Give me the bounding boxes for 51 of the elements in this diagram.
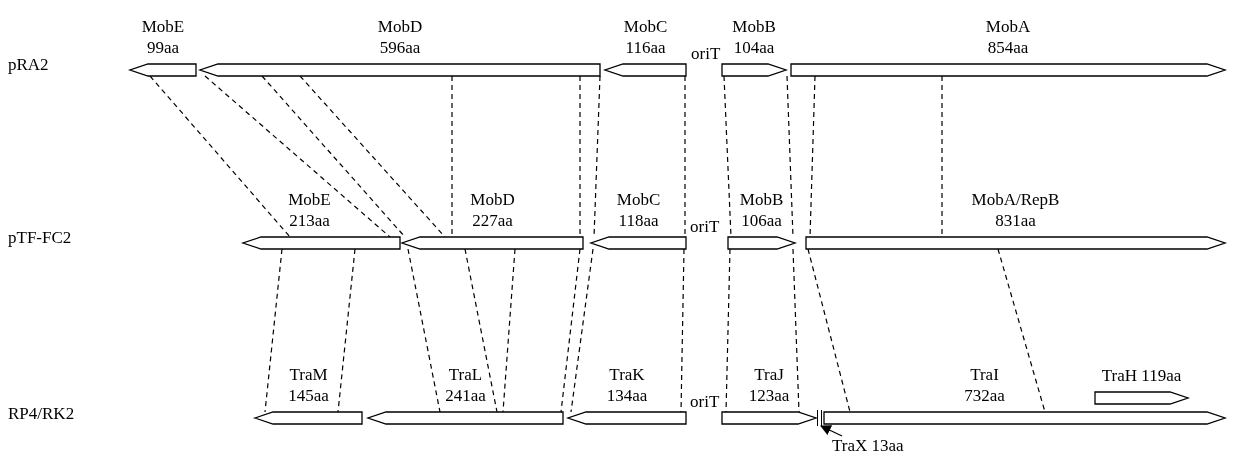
gene-label: 123aa — [748, 385, 790, 406]
gene-label: TraK — [609, 364, 645, 385]
dashed-line — [792, 248, 800, 413]
dashed-line — [807, 248, 851, 413]
gene-label: MobE — [141, 16, 185, 37]
gene-label: MobA/RepB — [971, 189, 1060, 210]
site-label: oriT — [691, 44, 721, 64]
gene-label: TraL — [448, 364, 483, 385]
gene-label: TraH 119aa — [1101, 365, 1182, 386]
gene-bar — [817, 410, 822, 426]
dashed-line — [204, 75, 391, 238]
gene-label: MobD — [470, 189, 515, 210]
gene-label: 118aa — [618, 210, 659, 231]
dashed-line — [570, 248, 594, 413]
gene-label: MobC — [616, 189, 661, 210]
gene-label: 106aa — [741, 210, 782, 231]
gene-label: 227aa — [472, 210, 513, 231]
gene-label: TraJ — [754, 364, 784, 385]
plasmid-label: pRA2 — [8, 55, 49, 75]
gene-label: 831aa — [995, 210, 1036, 231]
gene-label: TraI — [970, 364, 999, 385]
dashed-line — [264, 248, 283, 413]
dashed-line — [149, 75, 291, 238]
dashed-line — [261, 75, 406, 238]
plasmid-label: pTF-FC2 — [8, 228, 72, 248]
site-label: oriT — [690, 392, 720, 412]
dashed-line — [407, 248, 441, 413]
leader-arrow — [820, 425, 843, 437]
gene-label: MobA — [985, 16, 1031, 37]
site-label: oriT — [690, 217, 720, 237]
gene-label: 116aa — [625, 37, 666, 58]
gene-label: 104aa — [733, 37, 775, 58]
gene-label: 596aa — [379, 37, 421, 58]
dashed-line — [464, 248, 498, 413]
gene-label: 145aa — [288, 385, 329, 406]
gene-label: 732aa — [964, 385, 1005, 406]
callout-text: TraX 13aa — [832, 436, 904, 456]
plasmid-label: RP4/RK2 — [8, 404, 75, 424]
gene-label: 854aa — [987, 37, 1029, 58]
dashed-line — [337, 248, 356, 413]
gene-label: MobE — [288, 189, 331, 210]
dashed-line — [560, 248, 581, 413]
gene-label: MobB — [732, 16, 776, 37]
gene-label: MobB — [739, 189, 784, 210]
gene-label: 134aa — [606, 385, 648, 406]
gene-label: 241aa — [445, 385, 486, 406]
gene-label: MobD — [377, 16, 423, 37]
gene-label: TraM — [289, 364, 328, 385]
gene-label: 99aa — [146, 37, 180, 58]
gene-label: MobC — [623, 16, 668, 37]
gene-label: 213aa — [289, 210, 330, 231]
